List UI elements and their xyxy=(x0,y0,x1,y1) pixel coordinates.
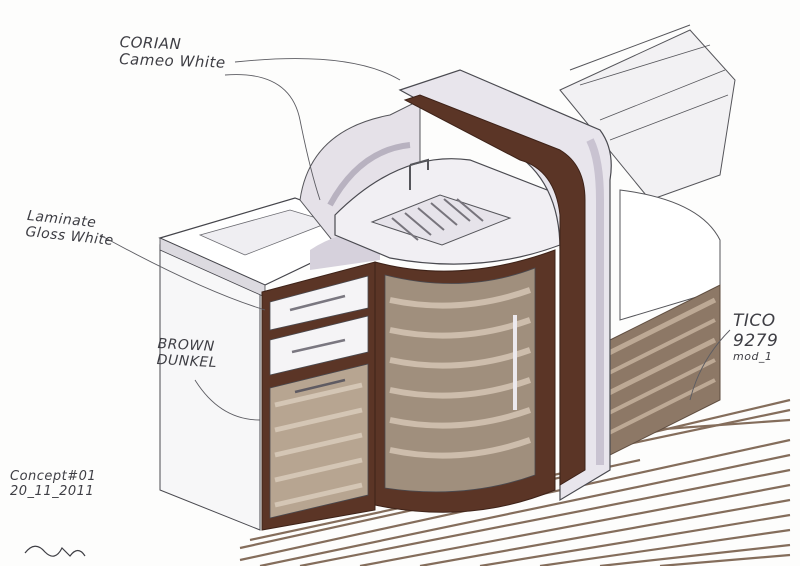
annotation-tico-model: TICO 9279 mod_1 xyxy=(733,311,779,364)
leader-lines xyxy=(99,58,731,421)
curved-cabinet xyxy=(374,249,556,513)
lower-door-handle xyxy=(294,378,346,394)
annotation-brown-dunkel: BROWN DUNKEL xyxy=(156,336,218,372)
middle-drawer-handle xyxy=(291,338,346,354)
sink-countertop xyxy=(334,158,561,265)
signature-scribble xyxy=(24,545,86,557)
berth-structure xyxy=(559,24,736,461)
faucet-icon xyxy=(409,158,429,190)
top-drawer-handle xyxy=(289,294,346,312)
tall-column xyxy=(398,69,612,502)
annotation-corian: CORIAN Cameo White xyxy=(118,33,226,72)
drawer-stack xyxy=(261,261,376,531)
annotation-concept-date: Concept#01 20_11_2011 xyxy=(10,469,97,499)
curved-door xyxy=(384,267,536,493)
